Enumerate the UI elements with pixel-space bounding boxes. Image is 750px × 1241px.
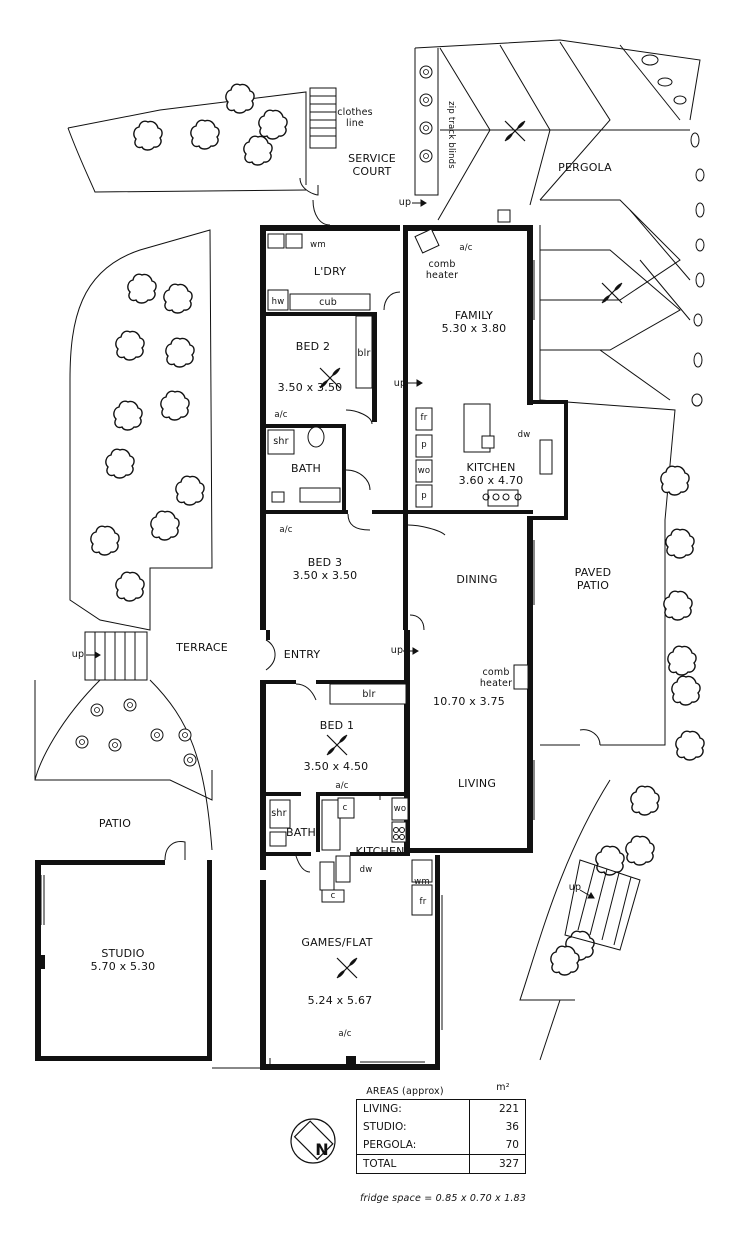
area-label: PERGOLA: [363, 1139, 417, 1151]
bath2-label: BATH [285, 826, 317, 839]
pergola-label: PERGOLA [558, 161, 612, 174]
terrace-label: TERRACE [176, 641, 228, 654]
area-value: 70 [468, 1136, 526, 1155]
area-label: LIVING: [363, 1103, 402, 1115]
blr-label-bed2: blr [357, 348, 371, 359]
dining-label: DINING [456, 573, 498, 586]
ac-label-bed2: a/c [274, 410, 288, 420]
area-value: 36 [468, 1118, 526, 1136]
living-dims-label: 10.70 x 3.75 [433, 695, 505, 708]
dw-label-kitchen2: dw [359, 865, 373, 875]
games-flat-dims-label: 5.24 x 5.67 [307, 994, 373, 1007]
area-label: STUDIO: [363, 1121, 407, 1133]
total-value: 327 [468, 1154, 526, 1174]
pantry-label-1: p [421, 440, 427, 450]
fr-label-kitchen: fr [420, 413, 428, 423]
pantry-label-2: p [421, 491, 427, 501]
dw-label-kitchen: dw [517, 430, 531, 440]
patio-label: PATIO [98, 817, 132, 830]
entry-label: ENTRY [283, 648, 321, 661]
games-flat-label: GAMES/FLAT [301, 936, 373, 949]
fr-label-flat: fr [419, 897, 427, 907]
up-label-patio: up [568, 882, 582, 893]
bed2-dims-label: 3.50 x 3.50 [277, 381, 343, 394]
table-row: PERGOLA: 70 [357, 1136, 526, 1155]
wo-label-kitchen: wo [417, 466, 431, 476]
up-label-service: up [398, 197, 412, 208]
shr-label-bath: shr [273, 436, 289, 447]
blr-label-bed1: blr [362, 689, 376, 700]
wm-label-laundry: wm [310, 240, 326, 250]
area-value: 221 [468, 1099, 526, 1118]
c-label-2: c [330, 891, 336, 901]
fridge-note: fridge space = 0.85 x 0.70 x 1.83 [359, 1193, 527, 1204]
hw-label: hw [271, 297, 285, 307]
areas-heading: AREAS (approx) [366, 1086, 444, 1097]
kitchen2-label: KITCHEN [355, 845, 405, 858]
wo-label-kitchen2: wo [393, 804, 407, 814]
bed2-label: BED 2 [295, 340, 331, 353]
c-label-1: c [342, 803, 348, 813]
table-row-total: TOTAL 327 [356, 1154, 526, 1174]
up-label-family: up [393, 378, 407, 389]
ac-label-flat: a/c [338, 1029, 352, 1039]
bed1-label: BED 1 [319, 719, 355, 732]
total-label: TOTAL [356, 1154, 470, 1174]
table-row: LIVING: 221 [357, 1099, 526, 1118]
up-label-entry: up [390, 645, 404, 656]
ac-label-family: a/c [459, 243, 473, 253]
shr-label-bath2: shr [271, 808, 287, 819]
cub-label: cub [319, 297, 337, 308]
wm-label-flat: wm [414, 877, 430, 887]
areas-unit: m² [496, 1082, 510, 1093]
laundry-label: L'DRY [313, 265, 347, 278]
table-row: STUDIO: 36 [357, 1118, 526, 1136]
bed1-dims-label: 3.50 x 4.50 [303, 760, 369, 773]
living-label: LIVING [457, 777, 497, 790]
zip-track-blinds-label: zip track blinds [446, 101, 456, 169]
bath-label: BATH [290, 462, 322, 475]
areas-table: LIVING: 221 STUDIO: 36 PERGOLA: 70 TOTAL… [356, 1099, 526, 1174]
ac-label-bed3: a/c [279, 525, 293, 535]
compass-letter: N [315, 1140, 329, 1159]
ac-label-bed1: a/c [335, 781, 349, 791]
up-label-terrace: up [71, 649, 85, 660]
